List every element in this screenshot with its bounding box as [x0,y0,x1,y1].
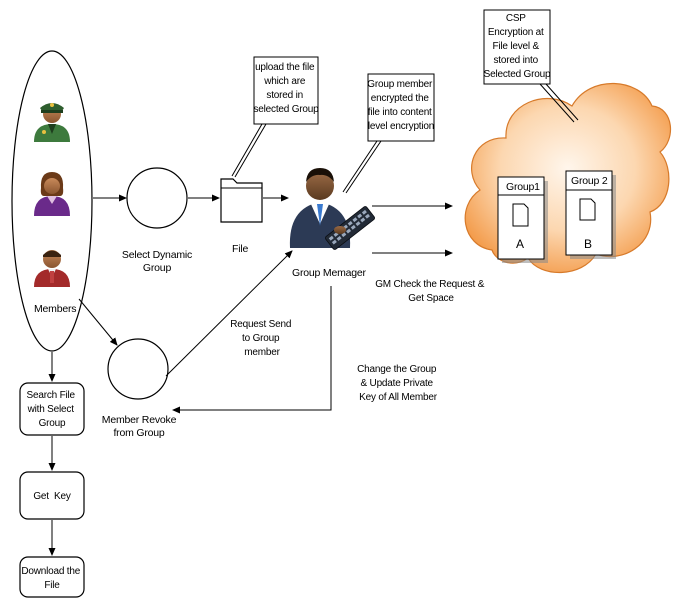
gm-check-line1: GM Check the Request & [375,279,485,290]
member-revoke-line2: from Group [113,427,164,439]
search-line1: Search File [27,390,76,401]
file-a-label: A [516,237,524,251]
select-group-line2: Group [143,262,172,274]
arrow-revoke-to-manager [165,250,293,377]
encrypt-line1: Group member [367,79,433,90]
member-revoke-line1: Member Revoke [102,414,177,426]
svg-text:Request Send to Group: Request Send to Group member [230,319,294,358]
connectors [48,194,453,556]
select-group-line1: Select Dynamic [122,249,192,261]
upload-line2: which are [263,76,306,87]
change-group-line3: Key of All Member [359,392,438,403]
members-label: Members [34,303,76,315]
search-file-step: Search File with Select Group [19,382,85,436]
csp-line3: File level & [492,41,539,52]
search-line3: Group [39,418,66,429]
download-line2: File [44,580,60,591]
file-folder-icon [220,178,263,223]
group1-panel: Group1 A [497,176,548,263]
cloud-storage: Group1 A Group 2 B [464,82,672,274]
file-a-icon [512,203,529,227]
upload-line1: upload the file [255,62,315,73]
svg-text:Change the Group & Update: Change the Group & Update Private Key of… [357,364,439,403]
svg-text:Download the File: Download the File [21,566,82,591]
upload-line3: stored in [266,90,303,101]
svg-text:Group member encrypted t: Group member encrypted the file into con… [367,79,434,132]
csp-line2: Encryption at [488,27,544,38]
csp-callout: CSP Encryption at File level & stored in… [483,9,579,123]
csp-line1: CSP [506,13,526,24]
group2-panel: Group 2 B [565,170,616,259]
download-file-step: Download the File [19,556,85,598]
get-key-label: Get Key [33,491,71,502]
male-member-icon [34,250,70,287]
encrypt-line2: encrypted the [371,93,430,104]
arrow-members-to-revoke [78,298,118,346]
members-group: Members [11,50,93,352]
file-b-icon [579,198,596,221]
get-key-step: Get Key [19,471,85,520]
change-group-line2: & Update Private [361,378,434,389]
upload-line4: selected Group [253,104,319,115]
svg-text:Search File with Select: Search File with Select Group [27,390,78,429]
members-ellipse [11,50,93,352]
select-group-circle [126,167,188,229]
encrypt-callout: Group member encrypted the file into con… [342,73,435,194]
upload-callout: upload the file which are stored in sele… [231,56,319,178]
file-label: File [232,243,248,255]
arrow-manager-to-revoke [172,286,332,414]
search-line2: with Select [27,404,75,415]
request-send-line1: Request Send [230,319,291,330]
svg-text:CSP Encryption at: CSP Encryption at File level & stored in… [484,13,551,80]
police-member-icon [34,103,70,142]
file-b-label: B [584,237,592,251]
svg-text:GM Check the Request & Get: GM Check the Request & Get Space [375,279,487,304]
request-send-line2: to Group [242,333,280,344]
encrypt-line3: file into content [368,107,432,118]
gm-check-line2: Get Space [408,293,454,304]
csp-line5: Selected Group [484,69,551,80]
encrypt-line4: level encryption [368,121,434,132]
member-revoke-circle [107,338,169,400]
female-member-icon [34,172,70,216]
csp-line4: stored into [493,55,538,66]
group-manager-label: Group Memager [292,267,367,279]
svg-text:upload the file which ar: upload the file which are stored in sele… [253,62,319,115]
group2-label: Group 2 [571,175,608,187]
request-send-line3: member [244,347,280,358]
download-line1: Download the [21,566,80,577]
group-manager-icon [289,168,376,250]
change-group-line1: Change the Group [357,364,437,375]
group1-label: Group1 [506,181,540,193]
